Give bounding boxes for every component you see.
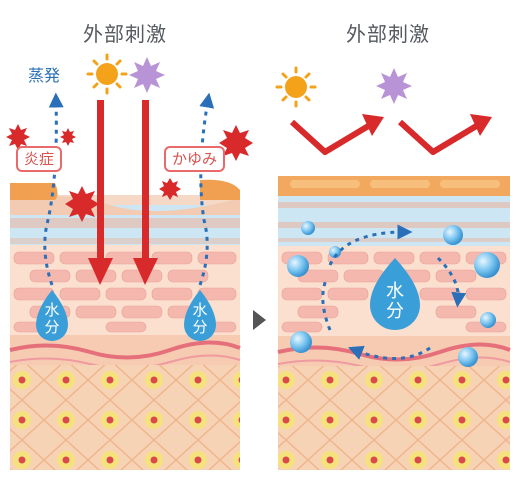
purple-burst-icon-left: [129, 57, 165, 93]
deflected-arrows: [289, 114, 492, 155]
transition-arrow: [253, 310, 266, 330]
water-label-left-2: 水分: [192, 301, 208, 336]
water-label-left-1: 水分: [44, 301, 60, 336]
water-drop-left-2: [184, 290, 216, 341]
itch-label: かゆみ: [164, 146, 226, 172]
water-drop-left-1: [36, 290, 68, 341]
water-drop-right: [370, 258, 420, 330]
irritation-bursts: [6, 124, 253, 222]
penetration-arrows: [88, 100, 158, 285]
purple-burst-icon-right: [376, 68, 412, 104]
sun-icon-right: [275, 66, 317, 108]
water-label-right: 水分: [386, 281, 404, 322]
left-title: 外部刺激: [83, 22, 167, 46]
sun-icon-left: [86, 53, 128, 95]
right-title: 外部刺激: [346, 22, 430, 46]
evaporation-label: 蒸発: [28, 66, 61, 85]
inflammation-label: 炎症: [16, 146, 63, 172]
right-panel: [277, 176, 511, 470]
